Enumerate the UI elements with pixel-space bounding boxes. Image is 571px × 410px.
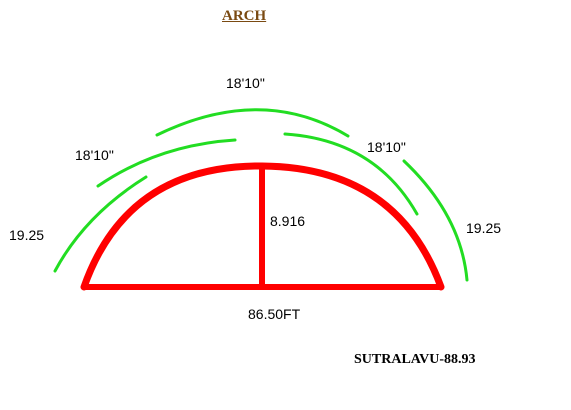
upper-right-arc-label: 18'10" bbox=[367, 139, 406, 155]
upper-left-arc-label: 18'10" bbox=[75, 147, 114, 163]
arc-length-label: SUTRALAVU-88.93 bbox=[354, 352, 476, 367]
span-label: 86.50FT bbox=[248, 306, 301, 322]
right-side-label: 19.25 bbox=[466, 220, 502, 236]
left-side-label: 19.25 bbox=[9, 227, 45, 243]
right-segment-arc bbox=[402, 159, 469, 282]
diagram-title: ARCH bbox=[222, 8, 267, 24]
left-segment-arc bbox=[53, 175, 148, 273]
top-arc-label: 18'10" bbox=[226, 75, 265, 91]
arch-curve bbox=[80, 162, 445, 291]
rise-label: 8.916 bbox=[270, 213, 306, 229]
upper-left-segment-arc bbox=[96, 138, 237, 188]
upper-right-segment-arc bbox=[283, 132, 419, 216]
top-segment-arc bbox=[155, 108, 350, 138]
